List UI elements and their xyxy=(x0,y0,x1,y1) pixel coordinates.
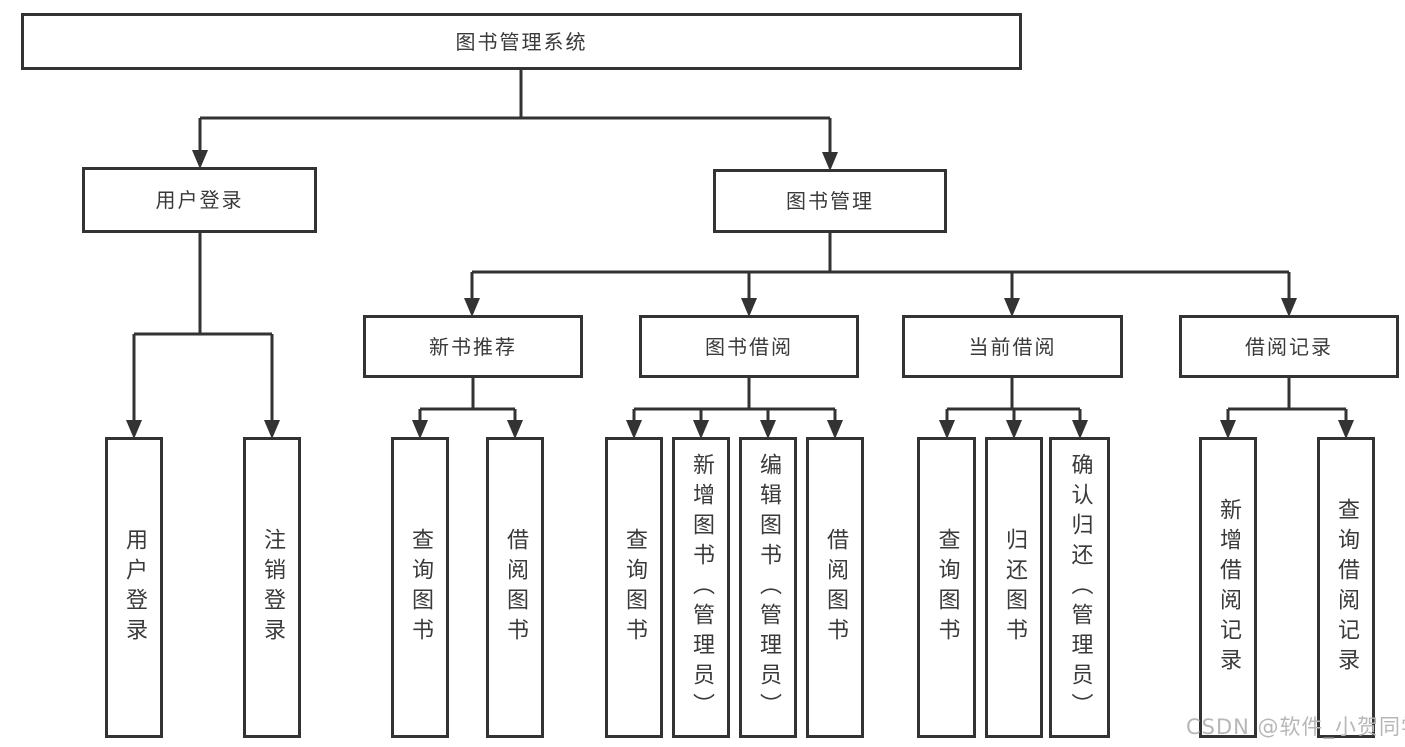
leaf-confirm-return-admin: 确认归还（管理员） xyxy=(1049,437,1110,738)
leaf-query-books: 查询图书 xyxy=(605,437,663,738)
leaf-query-books: 查询图书 xyxy=(917,437,976,738)
node-label: 图书管理 xyxy=(786,189,874,213)
leaf-label: 查询借阅记录 xyxy=(1334,497,1359,678)
node-label: 用户登录 xyxy=(155,188,244,212)
leaf-add-borrow-record: 新增借阅记录 xyxy=(1199,437,1257,738)
leaf-label: 新增图书（管理员） xyxy=(689,452,714,723)
csdn-watermark: CSDN @软件_小贺同学 xyxy=(1186,715,1405,739)
leaf-label: 查询图书 xyxy=(934,527,960,648)
node-user-login: 用户登录 xyxy=(82,167,317,233)
node-new-book-recommend: 新书推荐 xyxy=(363,315,583,378)
leaf-label: 编辑图书（管理员） xyxy=(756,452,781,723)
leaf-label: 确认归还（管理员） xyxy=(1067,452,1093,723)
leaf-borrow-books: 借阅图书 xyxy=(806,437,864,738)
node-label: 图书借阅 xyxy=(705,334,793,359)
leaf-label: 借阅图书 xyxy=(503,527,528,648)
node-borrowing-records: 借阅记录 xyxy=(1179,315,1399,378)
leaf-label: 注销登录 xyxy=(260,527,285,648)
node-book-borrowing: 图书借阅 xyxy=(639,315,859,378)
node-label: 当前借阅 xyxy=(968,334,1057,359)
node-label: 借阅记录 xyxy=(1245,334,1333,359)
leaf-add-book-admin: 新增图书（管理员） xyxy=(672,437,730,738)
leaf-label: 查询图书 xyxy=(408,527,433,648)
node-label: 图书管理系统 xyxy=(455,29,588,54)
node-label: 新书推荐 xyxy=(429,334,517,359)
node-book-management: 图书管理 xyxy=(713,169,947,233)
leaf-label: 查询图书 xyxy=(622,527,647,648)
leaf-logout: 注销登录 xyxy=(243,437,301,738)
leaf-edit-book-admin: 编辑图书（管理员） xyxy=(739,437,797,738)
leaf-query-borrow-record: 查询借阅记录 xyxy=(1317,437,1375,738)
leaf-borrow-books: 借阅图书 xyxy=(486,437,544,738)
leaf-label: 用户登录 xyxy=(122,527,147,648)
leaf-label: 借阅图书 xyxy=(823,527,848,648)
node-library-system: 图书管理系统 xyxy=(21,13,1022,70)
leaf-user-login: 用户登录 xyxy=(105,437,163,738)
leaf-label: 新增借阅记录 xyxy=(1216,497,1241,678)
leaf-label: 归还图书 xyxy=(1002,527,1027,648)
leaf-return-books: 归还图书 xyxy=(985,437,1043,738)
node-current-borrowing: 当前借阅 xyxy=(902,315,1123,378)
leaf-query-books: 查询图书 xyxy=(391,437,449,738)
